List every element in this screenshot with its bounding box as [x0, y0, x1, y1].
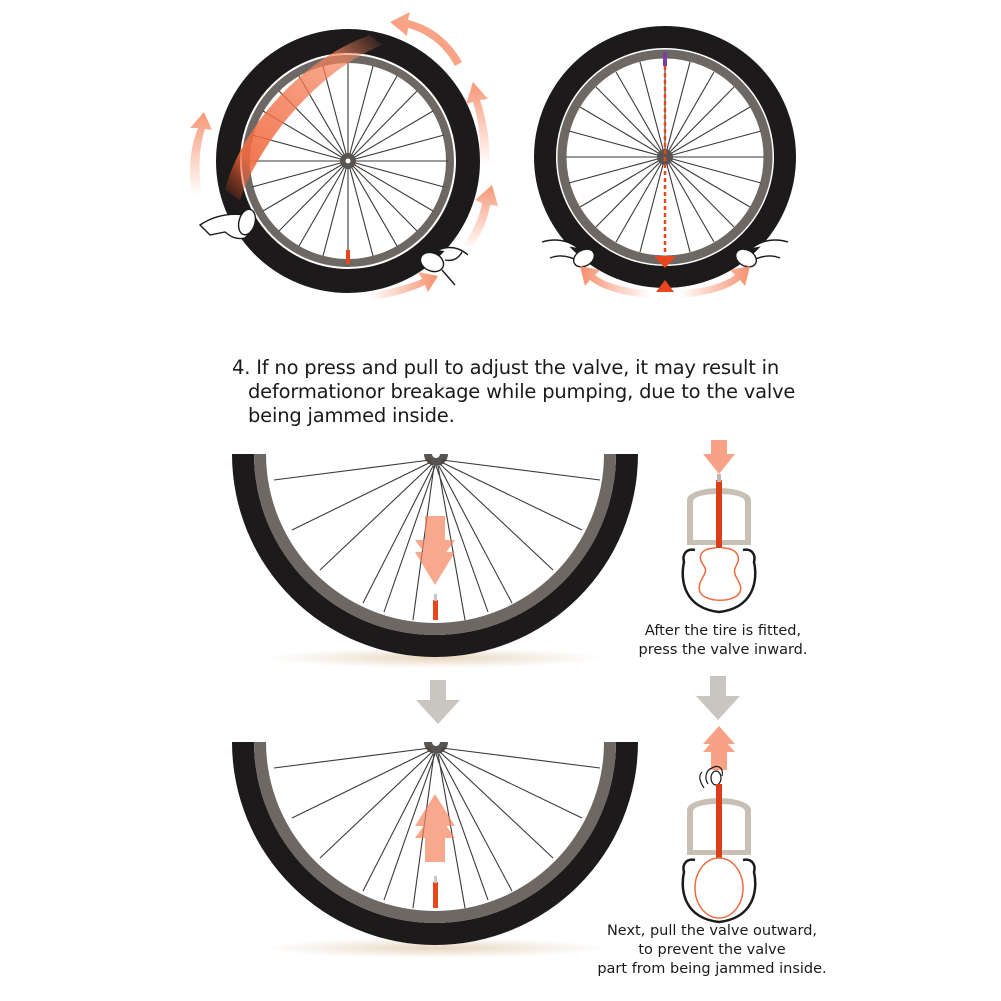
rim-profile-icon [687, 488, 751, 545]
arrow-right-lower-icon [464, 185, 498, 250]
cross-section-press-illustration [681, 440, 757, 614]
inner-tube-deformed-icon [698, 547, 742, 601]
tire-icon [232, 742, 638, 945]
left-hand-icon [541, 239, 596, 268]
instruction-line-2: deformationor breakage while pumping, du… [248, 380, 796, 403]
arrow-curve-top-icon [390, 12, 462, 66]
arrow-down-press-icon [703, 440, 735, 474]
spokes-icon [273, 459, 601, 621]
fingers-pulling-icon [699, 765, 723, 789]
caption-pull-valve: Next, pull the valve outward, to prevent… [582, 922, 842, 979]
tire-profile-icon [681, 858, 757, 924]
caption-press-line-1: After the tire is fitted, [644, 623, 802, 639]
valve-icon [433, 600, 438, 620]
valve-stem-icon [716, 480, 722, 548]
caption-press-line-2: press the valve inward. [638, 642, 808, 658]
spokes-icon [273, 747, 601, 909]
arrow-right-upper-icon [466, 82, 490, 165]
right-hand-icon [734, 239, 789, 268]
instruction-text: 4. If no press and pull to adjust the va… [232, 356, 796, 428]
arrow-up-marker-icon [656, 280, 674, 292]
arrow-bottom-icon [370, 272, 438, 300]
half-wheel-pull-illustration [232, 742, 638, 958]
ground-shadow [265, 938, 605, 958]
valve-icon [433, 882, 438, 908]
arrow-up-pull-icon [415, 794, 455, 862]
instruction-line-1: 4. If no press and pull to adjust the va… [232, 356, 780, 379]
wheel-valve-alignment-illustration [534, 26, 796, 298]
spokes-icon [566, 59, 764, 253]
arrow-curve-left-icon [580, 266, 650, 298]
arrow-curve-right-icon [680, 266, 750, 298]
tire-icon [232, 454, 638, 657]
ground-shadow [265, 648, 605, 668]
wheel-tire-rolling-illustration [190, 12, 498, 300]
valve-stem-icon [716, 784, 722, 858]
gray-arrow-down-left-icon [416, 680, 460, 724]
tire-profile-icon [681, 548, 757, 614]
valve-icon [346, 250, 350, 264]
cross-section-pull-illustration [681, 726, 757, 924]
half-wheel-press-illustration [232, 454, 638, 668]
arrow-up-left-icon [190, 112, 212, 195]
inner-tube-round-icon [694, 857, 744, 919]
caption-press-valve: After the tire is fitted, press the valv… [612, 622, 834, 660]
valve-icon [663, 52, 667, 66]
left-hand-icon [198, 208, 257, 240]
caption-pull-line-3: part from being jammed inside. [597, 961, 827, 977]
caption-pull-line-2: to prevent the valve [638, 942, 786, 958]
right-hand-icon [419, 246, 469, 286]
rim-profile-icon [687, 798, 751, 855]
arrow-up-pull-icon [703, 726, 735, 770]
arrow-down-press-icon [415, 516, 455, 585]
gray-arrow-down-right-icon [696, 676, 740, 720]
tire-peeling-highlight [225, 35, 382, 200]
caption-pull-line-1: Next, pull the valve outward, [606, 923, 818, 939]
arrow-down-marker-icon [654, 256, 676, 268]
instruction-line-3: being jammed inside. [248, 404, 455, 427]
